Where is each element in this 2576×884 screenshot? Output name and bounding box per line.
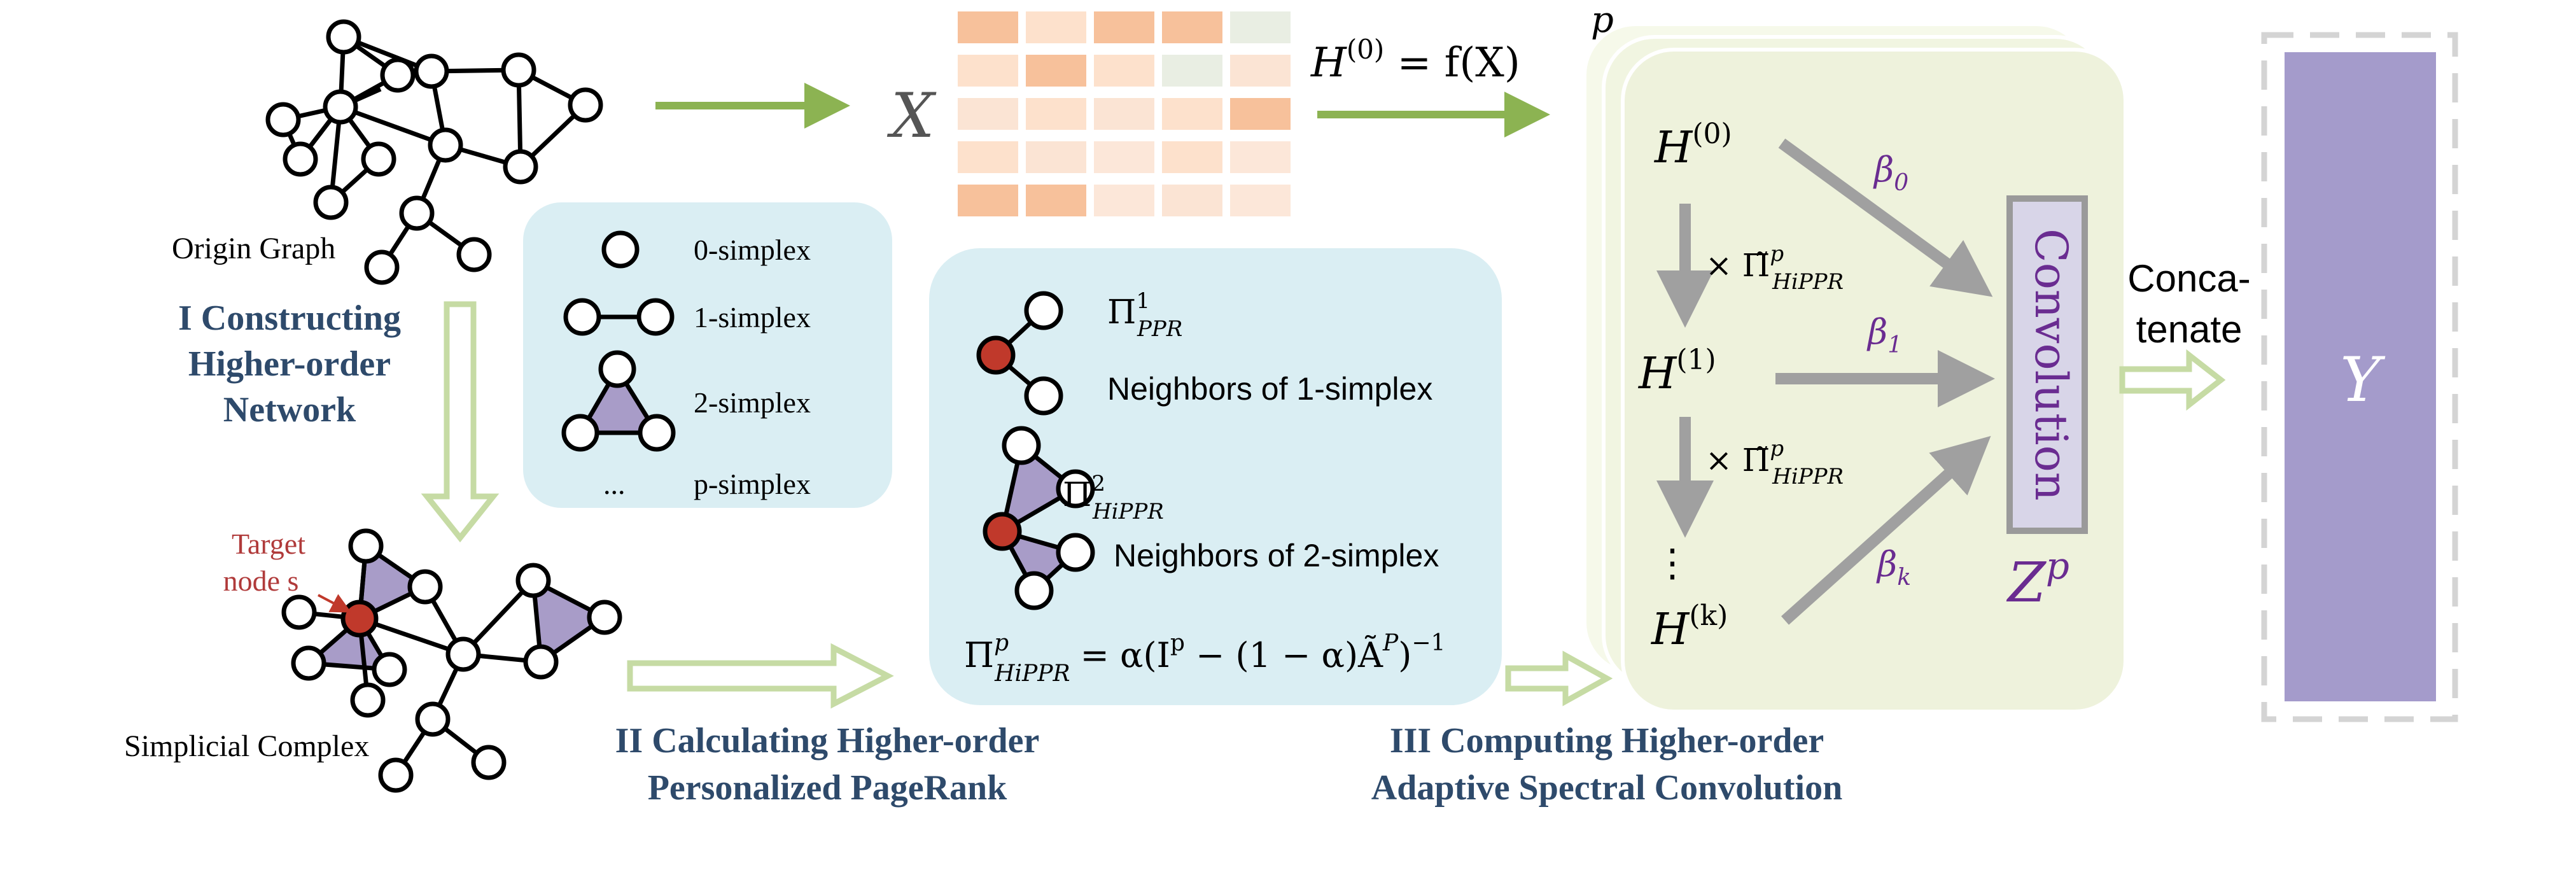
convolution-label: Convolution (2025, 228, 2077, 501)
hk-node: H(k) (1650, 600, 1728, 655)
step2-title: II Calculating Higher-order Personalized… (615, 721, 1040, 808)
target-label-line2: node s (223, 565, 299, 597)
feature-cell (958, 141, 1018, 173)
down-arrow-step1 (421, 301, 500, 543)
feature-cell (1094, 55, 1154, 87)
step1-title-line1: I Constructing (178, 298, 401, 338)
step3-title: III Computing Higher-order Adaptive Spec… (1371, 721, 1843, 808)
beta1-label: β1 (1866, 312, 1902, 358)
step1-title: I Constructing Higher-order Network (178, 298, 401, 430)
feature-cell (1094, 98, 1154, 130)
target-label-line1: Target (232, 528, 305, 560)
step3-title-line2: Adaptive Spectral Convolution (1371, 768, 1843, 808)
legend-dots: ... (603, 468, 626, 500)
feature-cell (958, 11, 1018, 43)
feature-cell (958, 55, 1018, 87)
vdots: ⋮ (1653, 541, 1691, 586)
target-pointer (318, 594, 352, 613)
feature-cell (1230, 55, 1291, 87)
simplex-legend: 0-simplex 1-simplex 2-simplex ... p-simp… (523, 202, 892, 508)
feature-cell (1026, 98, 1086, 130)
target-node (340, 600, 379, 638)
step3-title-line1: III Computing Higher-order (1390, 721, 1824, 761)
arrow-h0-conv (1778, 138, 1993, 297)
h0-node: H(0) (1653, 118, 1732, 173)
origin-graph: Origin Graph (172, 19, 603, 285)
convolution-block (2006, 195, 2088, 534)
step1-title-line3: Network (223, 390, 356, 430)
feature-cell (958, 185, 1018, 216)
concatenate-area: Conca- tenate (2119, 257, 2251, 411)
feature-cell (1162, 11, 1222, 43)
feature-cell (1026, 141, 1086, 173)
h0-equation: H(0) = f(X) (1310, 34, 1520, 87)
feature-cell (1026, 185, 1086, 216)
feature-cell (1094, 185, 1154, 216)
beta0-label: β0 (1873, 150, 1908, 196)
step2-title-line1: II Calculating Higher-order (615, 721, 1040, 761)
pi2-description: Neighbors of 2-simplex (1114, 538, 1439, 573)
feature-cell (1162, 185, 1222, 216)
zp-label: Zp (2006, 544, 2069, 615)
output-y-block (2285, 52, 2436, 701)
h1-node: H(1) (1637, 344, 1716, 399)
feature-cell (1026, 11, 1086, 43)
right-arrow-step3 (1505, 650, 1613, 706)
legend-1-simplex: 1-simplex (694, 301, 811, 333)
concat-line1: Conca- (2127, 257, 2250, 300)
step2-title-line2: Personalized PageRank (648, 768, 1007, 808)
step1-title-line2: Higher-order (188, 344, 391, 384)
feature-cell (1230, 98, 1291, 130)
arrow-hk-conv (1781, 435, 1991, 625)
feature-cell (1162, 98, 1222, 130)
y-label: Y (2340, 344, 2386, 416)
legend-0-simplex: 0-simplex (694, 234, 811, 266)
legend-2-simplex: 2-simplex (694, 386, 811, 419)
p-label: p (1591, 0, 1614, 41)
feature-cell (1094, 11, 1154, 43)
concat-arrow (2119, 349, 2226, 411)
simplicial-complex: Target node s Simplicial Complex (124, 528, 622, 793)
origin-graph-label: Origin Graph (172, 232, 335, 265)
betak-label: βk (1876, 544, 1911, 591)
feature-cell (1230, 185, 1291, 216)
concat-line2: tenate (2136, 308, 2243, 351)
output-area: Y (2261, 32, 2458, 722)
output-frame (2261, 32, 2458, 722)
feature-matrix-area: X H(0) = f(X) (886, 11, 1550, 216)
feature-cell (1230, 141, 1291, 173)
simplicial-complex-label: Simplicial Complex (124, 729, 369, 763)
feature-cell (1162, 141, 1222, 173)
feature-cell (1026, 55, 1086, 87)
right-arrow-step2 (627, 643, 894, 709)
x-label: X (886, 80, 937, 151)
feature-matrix (958, 11, 1291, 216)
feature-cell (1094, 141, 1154, 173)
graph-nodes (265, 19, 603, 285)
feature-cell (1162, 55, 1222, 87)
feature-cell (958, 98, 1018, 130)
pi1-description: Neighbors of 1-simplex (1107, 371, 1432, 407)
legend-p-simplex: p-simplex (694, 468, 811, 500)
feature-cell (1230, 11, 1291, 43)
